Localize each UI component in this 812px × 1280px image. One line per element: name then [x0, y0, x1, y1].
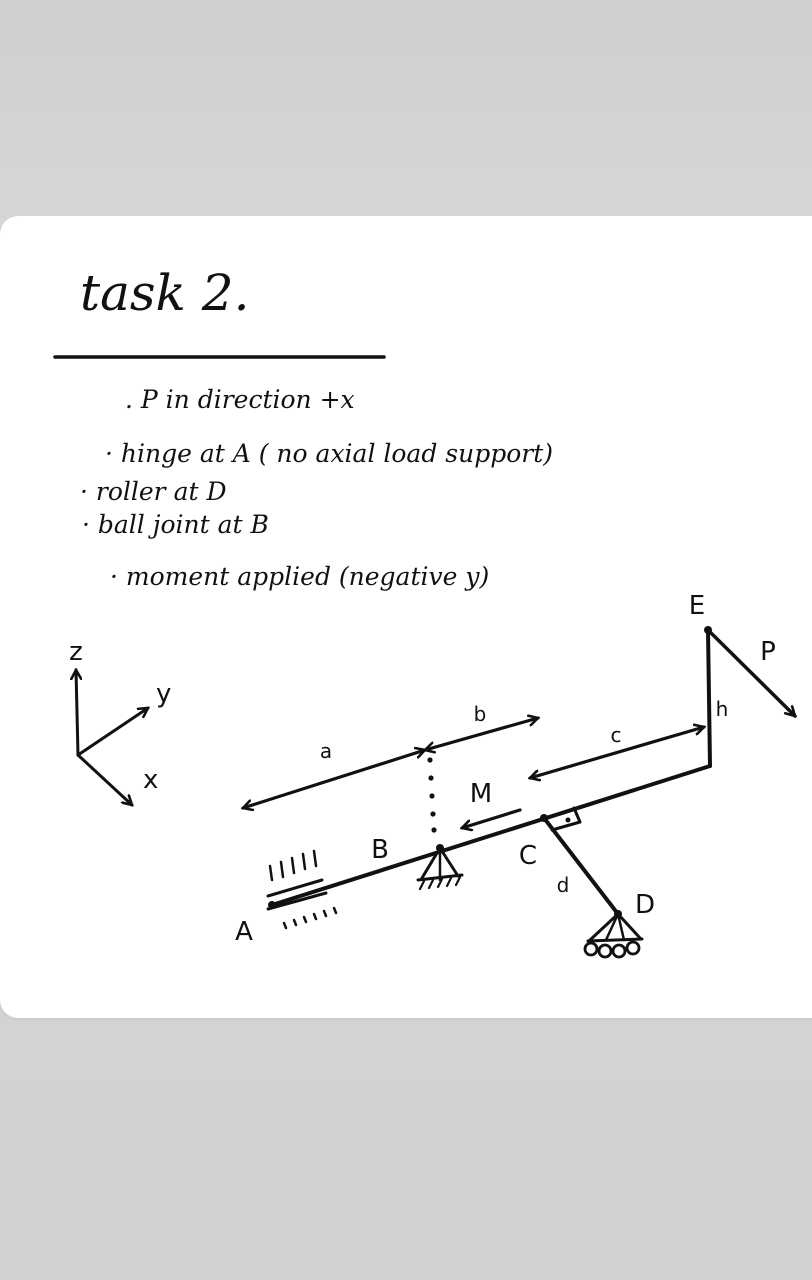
x-axis-label: x: [143, 765, 158, 795]
roller-support-d: [583, 910, 644, 959]
label-dim-b: b: [474, 702, 487, 726]
moment-arrow: [462, 808, 522, 828]
label-c: C: [519, 841, 537, 871]
y-axis: [76, 706, 148, 757]
force-p-arrow: [706, 628, 795, 716]
x-axis: [76, 753, 132, 805]
label-dim-d: d: [557, 873, 570, 897]
label-e: E: [689, 591, 705, 621]
label-a: A: [235, 917, 253, 947]
task-title: task 2.: [80, 264, 249, 322]
label-d: D: [635, 890, 655, 920]
right-angle-dot: [565, 817, 571, 823]
ball-joint-support-b: [416, 844, 464, 891]
vertical-post: [706, 628, 712, 768]
hinge-support-a: [266, 849, 338, 930]
note-4: · ball joint at B: [82, 510, 269, 539]
member-c-to-d: [542, 816, 620, 916]
note-5: · moment applied (negative y): [110, 562, 489, 591]
right-angle-mark: [550, 806, 582, 832]
paper-sheet: [0, 216, 812, 1018]
label-b: B: [371, 835, 389, 865]
z-axis-label: z: [69, 637, 83, 667]
z-axis: [76, 670, 78, 757]
label-dim-c: c: [611, 723, 622, 747]
dimension-a-arrow: [243, 750, 425, 808]
note-1: . P in direction +x: [125, 385, 355, 414]
dimension-b-arrow: [425, 718, 538, 750]
note-2: · hinge at A ( no axial load support): [105, 439, 553, 468]
label-force-p: P: [760, 637, 776, 667]
note-3: · roller at D: [80, 477, 227, 506]
label-dim-h: h: [716, 697, 729, 721]
coordinate-axes: z y x: [69, 637, 171, 805]
beam-a-to-corner: [270, 764, 712, 907]
hinge-line-top: [266, 878, 324, 898]
label-dim-a: a: [320, 739, 332, 763]
dimension-c-arrow: [530, 727, 704, 778]
beam-structure: [268, 626, 712, 916]
dotted-guide: [427, 757, 437, 833]
y-axis-label: y: [156, 679, 171, 709]
label-moment-m: M: [470, 779, 492, 809]
hinge-line-bottom: [266, 891, 328, 911]
